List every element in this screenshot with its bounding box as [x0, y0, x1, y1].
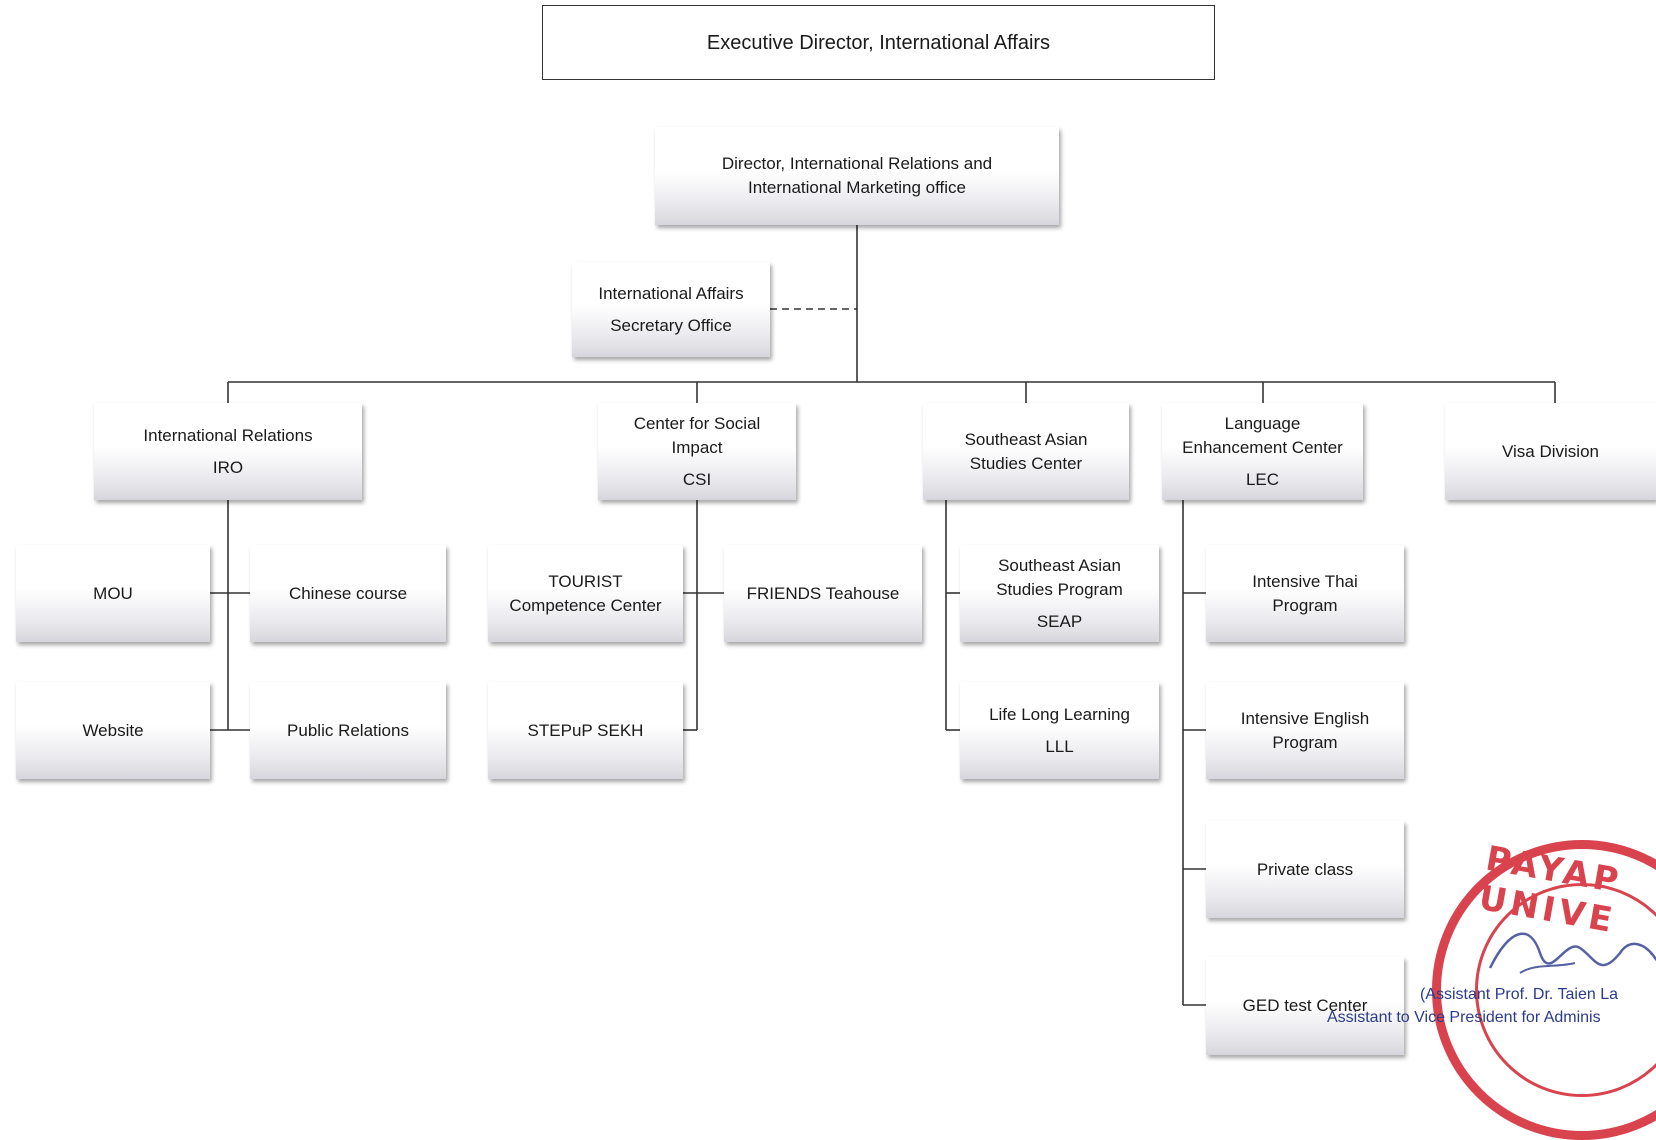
lec-line1: Language: [1224, 413, 1301, 433]
private-class-label: Private class: [1256, 859, 1354, 879]
handwritten-signature: [1488, 932, 1656, 974]
lec-line3: LEC: [1245, 469, 1280, 489]
director-line1: Director, International Relations and: [721, 154, 993, 173]
intensive-thai-box: Intensive Thai Program: [1206, 545, 1404, 642]
friends-teahouse-label: FRIENDS Teahouse: [746, 583, 900, 603]
director-box: Director, International Relations and In…: [655, 127, 1059, 225]
secretary-line2: Secretary Office: [610, 315, 732, 335]
seas-box: Southeast Asian Studies Center: [923, 403, 1129, 500]
website-box: Website: [16, 682, 210, 779]
lec-box: Language Enhancement Center LEC: [1162, 403, 1363, 500]
thai-line1: Intensive Thai: [1252, 571, 1358, 591]
executive-director-title: Executive Director, International Affair…: [706, 31, 1051, 54]
connector-lines: [210, 225, 1556, 1006]
seas-line1: Southeast Asian: [964, 429, 1088, 449]
visa-line1: Visa Division: [1501, 441, 1599, 461]
seap-line1: Southeast Asian: [998, 555, 1121, 575]
mou-box: MOU: [16, 545, 210, 642]
public-relations-label: Public Relations: [287, 720, 409, 740]
csi-box: Center for Social Impact CSI: [598, 403, 796, 500]
friends-teahouse-box: FRIENDS Teahouse: [724, 545, 922, 642]
csi-line2: Impact: [671, 437, 723, 457]
iro-box: International Relations IRO: [94, 403, 362, 500]
secretary-line1: International Affairs: [598, 283, 744, 303]
english-line1: Intensive English: [1240, 708, 1370, 728]
english-line2: Program: [1272, 732, 1338, 752]
secretary-office-box: International Affairs Secretary Office: [572, 262, 770, 357]
private-class-box: Private class: [1206, 821, 1404, 918]
signatory-title: Assistant to Vice President for Adminis: [1327, 1009, 1601, 1026]
lec-line2: Enhancement Center: [1182, 437, 1343, 457]
seap-line3: SEAP: [1036, 611, 1083, 631]
visa-division-box: Visa Division: [1445, 403, 1656, 500]
chinese-course-box: Chinese course: [250, 545, 446, 642]
chinese-course-label: Chinese course: [288, 583, 408, 603]
director-line2: International Marketing office: [748, 178, 966, 197]
stepup-sekh-label: STEPuP SEKH: [527, 720, 644, 740]
website-label: Website: [82, 720, 144, 740]
seas-line2: Studies Center: [969, 453, 1083, 473]
lll-box: Life Long Learning LLL: [960, 682, 1159, 779]
stepup-sekh-box: STEPuP SEKH: [488, 682, 683, 779]
tourist-line1: TOURIST: [548, 571, 623, 591]
tourist-competence-center-box: TOURIST Competence Center: [488, 545, 683, 642]
lll-line1: Life Long Learning: [989, 704, 1130, 724]
tourist-line2: Competence Center: [509, 595, 662, 615]
public-relations-box: Public Relations: [250, 682, 446, 779]
executive-director-box: Executive Director, International Affair…: [542, 5, 1215, 80]
ged-test-center-label: GED test Center: [1242, 996, 1368, 1015]
mou-label: MOU: [93, 583, 133, 603]
iro-line2: IRO: [212, 457, 244, 477]
ged-test-center-box: GED test Center: [1206, 957, 1404, 1055]
seap-line2: Studies Program: [996, 579, 1123, 599]
lll-line2: LLL: [1045, 736, 1074, 756]
seap-box: Southeast Asian Studies Program SEAP: [960, 545, 1159, 642]
csi-line3: CSI: [682, 469, 712, 489]
csi-line1: Center for Social: [633, 413, 761, 433]
org-chart: Executive Director, International Affair…: [16, 5, 1656, 1140]
signatory-name: (Assistant Prof. Dr. Taien La: [1420, 986, 1619, 1003]
iro-line1: International Relations: [143, 425, 313, 445]
intensive-english-box: Intensive English Program: [1206, 682, 1404, 779]
thai-line2: Program: [1272, 595, 1338, 615]
